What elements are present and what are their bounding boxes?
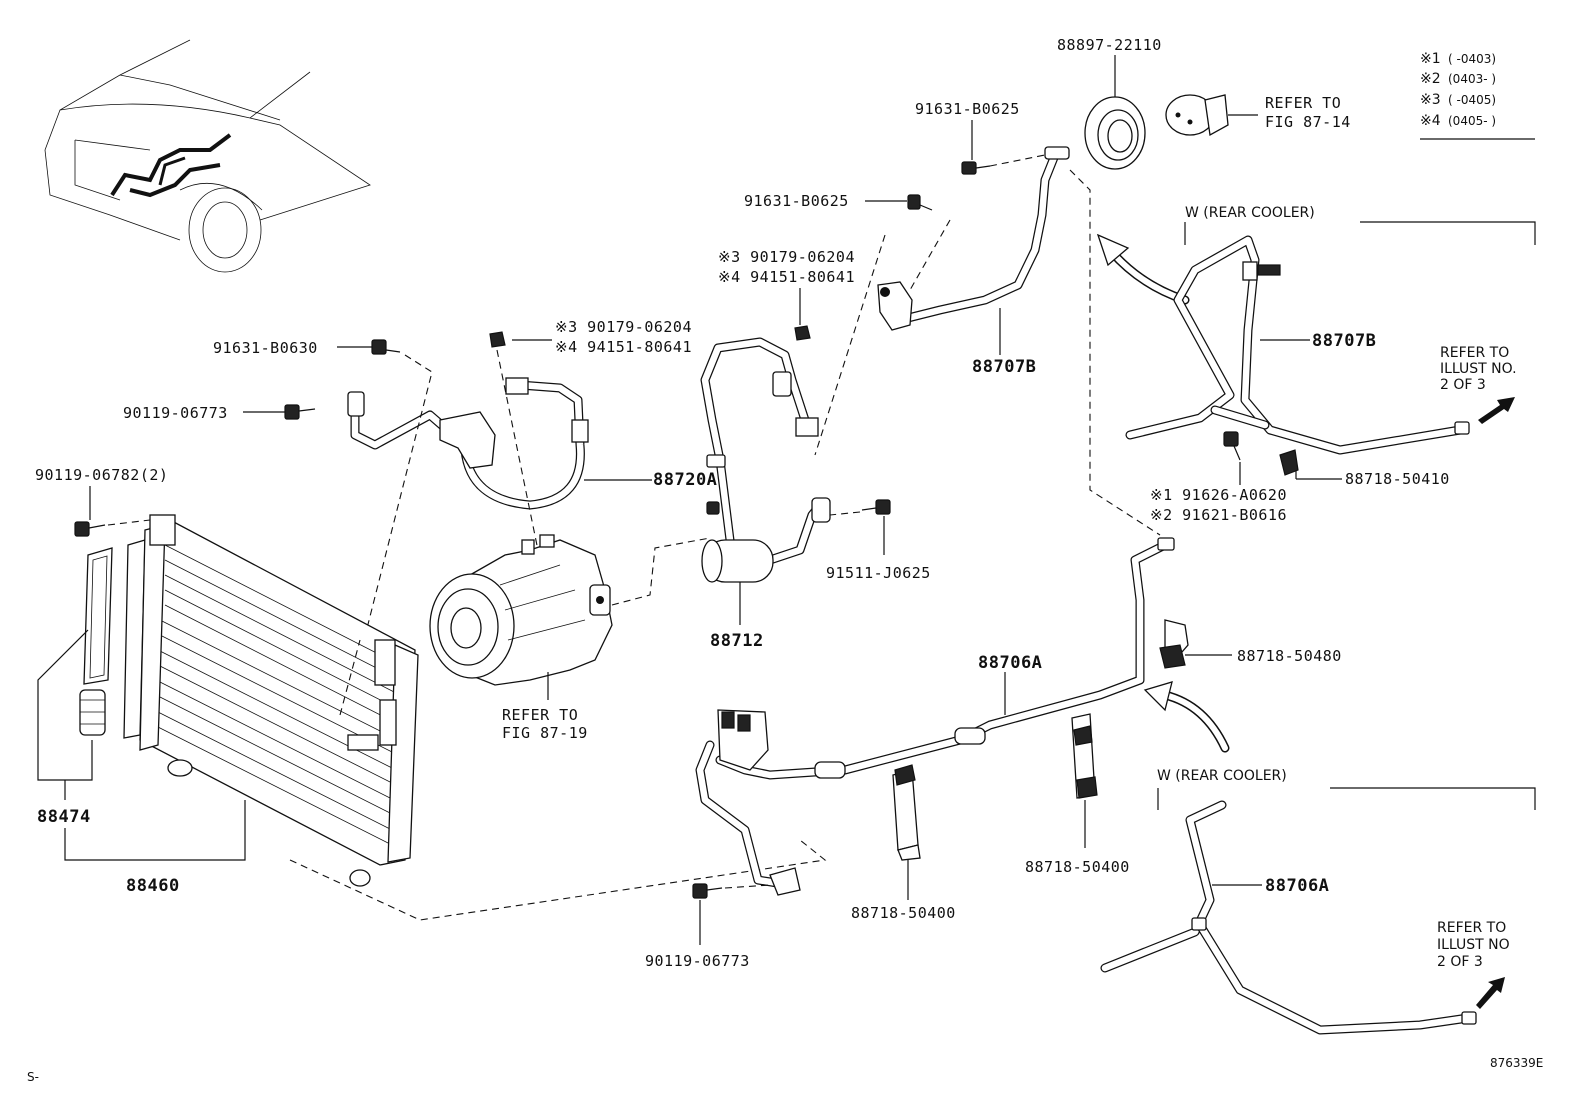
legend-key-1: ※1 [1420, 51, 1441, 67]
refer-87-14-line2: FIG 87-14 [1265, 113, 1351, 131]
condenser-88460 [123, 514, 419, 887]
part-88897: 88897-22110 [1057, 36, 1162, 54]
refer-87-19-line2: FIG 87-19 [502, 724, 588, 742]
hose-88707b-rear [1125, 235, 1470, 455]
part-91631-b0625-top: 91631-B0625 [915, 100, 1020, 118]
clamp-88718-50480 [1159, 619, 1189, 669]
receiver-88712 [701, 539, 774, 583]
legend-value-3: ( -0405) [1448, 93, 1496, 107]
part-88707b-rear: 88707B [1312, 331, 1376, 351]
refer-87-14-line1: REFER TO [1265, 94, 1341, 112]
rear-cooler-bracket-bottom [1157, 787, 1536, 810]
figure-id: 876339E [1490, 1056, 1543, 1070]
part-88474: 88474 [37, 807, 91, 827]
bolt-91511 [861, 499, 891, 515]
refer-fitting-87-14 [1165, 94, 1258, 137]
rear-cooler-label-top: W (REAR COOLER) [1185, 205, 1315, 221]
part-88720a: 88720A [653, 470, 717, 490]
part-91626-a0620: ※1 91626-A0620 [1150, 486, 1287, 504]
legend-value-4: (0405- ) [1448, 114, 1496, 128]
bolt-90119-lower [692, 883, 723, 899]
refer-87-19-line1: REFER TO [502, 706, 578, 724]
refer-illust-a-line1: REFER TO [1440, 345, 1509, 361]
refer-illust-a-line2: ILLUST NO. [1440, 361, 1517, 377]
compressor [429, 534, 613, 686]
refer-illust-a-line3: 2 OF 3 [1440, 377, 1486, 393]
part-88718-50400-b: 88718-50400 [1025, 858, 1130, 876]
bolt-90119-upper [284, 404, 316, 420]
seal-88897 [1084, 96, 1146, 170]
legend-key-4: ※4 [1420, 113, 1441, 129]
bolt-88712-side [706, 501, 720, 515]
vehicle-locator-illustration [44, 39, 371, 273]
bolt-91631-mid [907, 194, 933, 211]
rear-cooler-label-bottom: W (REAR COOLER) [1157, 768, 1287, 784]
part-90179-06204-left: ※3 90179-06204 [555, 318, 692, 336]
hose-88707b [877, 146, 1070, 331]
part-88460: 88460 [126, 876, 180, 896]
rear-cooler-bracket-top [1184, 221, 1536, 245]
clamp-88718-50400-a [892, 764, 921, 861]
part-88718-50480: 88718-50480 [1237, 647, 1342, 665]
corner-mark: S- [27, 1070, 39, 1084]
hose-88720a [347, 377, 589, 510]
bolt-91631-top [961, 161, 991, 175]
legend-key-2: ※2 [1420, 71, 1441, 87]
refer-arrow-b [1476, 977, 1505, 1009]
nut-90179-right [794, 325, 811, 341]
bracket-88474 [37, 629, 93, 781]
pipe-88706a-rear [1100, 800, 1477, 1035]
part-90119-06773-lower: 90119-06773 [645, 952, 750, 970]
part-90179-06204-right: ※3 90179-06204 [718, 248, 855, 266]
refer-arrow-a [1478, 397, 1515, 424]
pipe-88706a [695, 537, 1175, 896]
refer-illust-b-line3: 2 OF 3 [1437, 954, 1483, 970]
part-88718-50400-a: 88718-50400 [851, 904, 956, 922]
date-code-legend: ※1 ( -0403) ※2 (0403- ) ※3 ( -0405) ※4 (… [1420, 51, 1535, 140]
legend-key-3: ※3 [1420, 92, 1441, 108]
part-90119-06773-upper: 90119-06773 [123, 404, 228, 422]
part-88706a-rear: 88706A [1265, 876, 1329, 896]
part-94151-80641-left: ※4 94151-80641 [555, 338, 692, 356]
bolt-90119-06782 [74, 521, 106, 537]
clamp-88718-50400-b [1071, 713, 1098, 799]
part-88712: 88712 [710, 631, 764, 651]
part-91511-j0625: 91511-J0625 [826, 564, 931, 582]
hose-receiver [700, 337, 831, 565]
part-88706a-main: 88706A [978, 653, 1042, 673]
bracket-88460 [64, 800, 246, 861]
nut-90179-left [489, 331, 506, 348]
legend-value-1: ( -0403) [1448, 52, 1496, 66]
part-94151-80641-right: ※4 94151-80641 [718, 268, 855, 286]
part-91631-b0630: 91631-B0630 [213, 339, 318, 357]
part-88718-50410: 88718-50410 [1345, 470, 1450, 488]
desiccant-88474 [79, 547, 113, 736]
legend-value-2: (0403- ) [1448, 72, 1496, 86]
refer-illust-b-line1: REFER TO [1437, 920, 1506, 936]
part-91631-b0625-mid: 91631-B0625 [744, 192, 849, 210]
clamp-88718-50410 [1279, 449, 1299, 476]
bolt-91631-b0630 [371, 339, 401, 355]
refer-illust-b-line2: ILLUST NO [1437, 937, 1510, 953]
bolt-91626 [1223, 431, 1241, 461]
part-91621-b0616: ※2 91621-B0616 [1150, 506, 1287, 524]
part-88707b-main: 88707B [972, 357, 1036, 377]
part-90119-06782: 90119-06782(2) [35, 466, 168, 484]
